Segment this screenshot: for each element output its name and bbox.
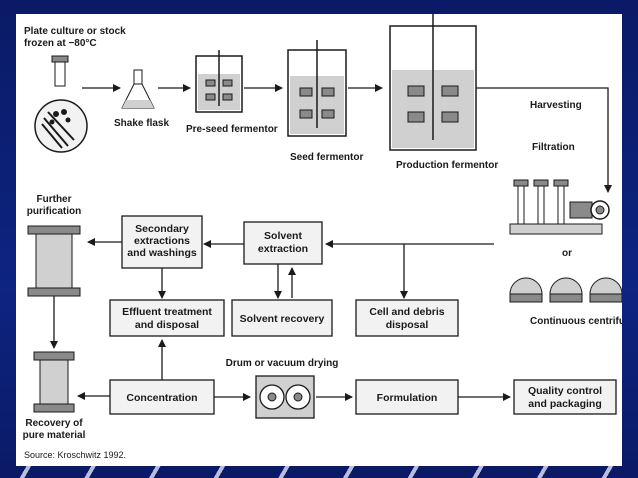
filter-press-icon — [509, 179, 610, 235]
shake-flask-icon — [121, 69, 155, 109]
svg-text:Concentration: Concentration — [126, 392, 197, 404]
further-purification-label: Further purification — [27, 194, 81, 217]
or-label: or — [562, 248, 572, 259]
solvent-extraction-box: Solvent extraction — [243, 221, 323, 265]
svg-text:extraction: extraction — [258, 243, 308, 255]
svg-text:Effluent treatment: Effluent treatment — [122, 306, 212, 318]
filtration-label: Filtration — [532, 142, 575, 153]
svg-text:purification: purification — [27, 206, 81, 217]
svg-text:Further: Further — [37, 194, 72, 205]
svg-text:Plate culture or stock: Plate culture or stock — [24, 26, 126, 37]
svg-text:and packaging: and packaging — [528, 398, 602, 410]
process-flow-diagram: Plate culture or stock frozen at −80°C — [23, 14, 622, 460]
solvent-recovery-box: Solvent recovery — [231, 299, 333, 337]
drum-drying-label: Drum or vacuum drying — [226, 358, 339, 369]
svg-text:Recovery of: Recovery of — [25, 418, 83, 429]
continuous-centrifuges-label: Continuous centrifuges — [530, 316, 622, 327]
svg-text:Cell and debris: Cell and debris — [369, 306, 444, 318]
shake-flask-label: Shake flask — [114, 118, 169, 129]
svg-text:pure material: pure material — [23, 430, 86, 441]
purification-column-icon — [27, 225, 81, 297]
harvesting-label: Harvesting — [530, 100, 582, 111]
svg-text:disposal: disposal — [386, 319, 429, 331]
svg-text:Solvent: Solvent — [264, 230, 302, 242]
source-citation: Source: Kroschwitz 1992. — [24, 450, 126, 460]
cell-debris-disposal-box: Cell and debris disposal — [355, 299, 459, 337]
production-fermentor-label: Production fermentor — [396, 160, 498, 171]
svg-text:and disposal: and disposal — [135, 319, 199, 331]
svg-text:Formulation: Formulation — [377, 392, 438, 404]
recovery-pure-material-label: Recovery of pure material — [23, 418, 86, 441]
secondary-extractions-box: Secondary extractions and washings — [121, 215, 203, 269]
stock-vial-icon — [51, 55, 69, 87]
plate-culture-label: Plate culture or stock frozen at −80°C — [24, 26, 126, 49]
recovery-column-icon — [33, 351, 75, 413]
svg-text:Solvent recovery: Solvent recovery — [240, 313, 325, 325]
quality-control-box: Quality control and packaging — [513, 379, 617, 415]
preseed-fermentor-label: Pre-seed fermentor — [186, 124, 278, 135]
seed-fermentor-label: Seed fermentor — [290, 152, 363, 163]
arrow-harvesting — [476, 87, 612, 193]
concentration-box: Concentration — [109, 379, 215, 415]
petri-dish-icon — [34, 99, 88, 153]
effluent-treatment-box: Effluent treatment and disposal — [109, 299, 225, 337]
svg-text:extractions: extractions — [134, 235, 190, 247]
svg-text:Secondary: Secondary — [135, 223, 189, 235]
svg-text:frozen at −80°C: frozen at −80°C — [24, 38, 97, 49]
seed-fermentor-icon — [287, 40, 347, 137]
svg-text:and washings: and washings — [127, 247, 197, 259]
diagram-panel: Plate culture or stock frozen at −80°C — [16, 14, 622, 466]
preseed-fermentor-icon — [195, 50, 243, 113]
drum-dryer-icon — [255, 375, 315, 419]
production-fermentor-icon — [389, 14, 477, 151]
svg-text:Quality control: Quality control — [528, 385, 602, 397]
centrifuges-icon — [509, 277, 622, 303]
formulation-box: Formulation — [355, 379, 459, 415]
